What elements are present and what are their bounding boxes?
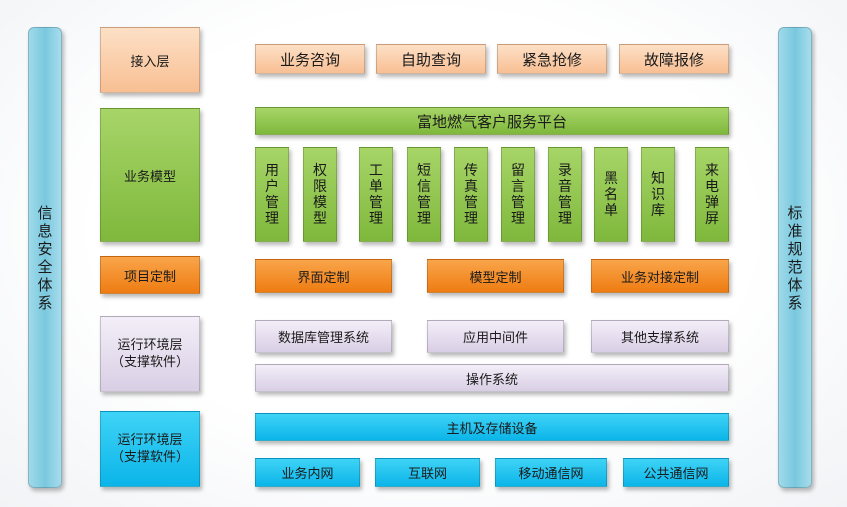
network-internet: 互联网: [375, 458, 480, 487]
network-intranet: 业务内网: [255, 458, 360, 487]
module-fax-management: 传真管理: [454, 147, 488, 242]
security-system-pillar-char: 安: [37, 239, 53, 258]
support-item-database: 数据库管理系统: [255, 320, 392, 353]
access-item-self-query: 自助查询: [376, 44, 486, 74]
runtime-layer-label-1-line2: （支撑软件）: [110, 355, 189, 370]
support-item-middleware: 应用中间件: [427, 320, 564, 353]
hardware-storage-bar: 主机及存储设备: [255, 413, 729, 441]
custom-item-interface: 界面定制: [255, 259, 392, 293]
module-message-management-char: 言: [511, 178, 525, 195]
module-message-management-char: 留: [511, 162, 525, 179]
runtime-layer-label-2: 运行环境层 （支撑软件）: [100, 411, 200, 487]
module-fax-management-char: 真: [464, 178, 478, 195]
module-blacklist-char: 单: [604, 202, 618, 219]
module-permission-model-char: 型: [313, 210, 327, 227]
standards-system-pillar-char: 规: [787, 239, 803, 258]
module-recording-management-char: 管: [558, 194, 572, 211]
module-work-order-management-char: 单: [369, 178, 383, 195]
module-message-management-char: 理: [511, 210, 525, 227]
module-incoming-call-popup-char: 电: [705, 178, 719, 195]
customization-layer-label: 项目定制: [100, 256, 200, 294]
module-knowledge-base-char: 库: [651, 202, 665, 219]
module-permission-model-char: 模: [313, 194, 327, 211]
access-item-consulting: 业务咨询: [255, 44, 365, 74]
standards-system-pillar-char: 范: [787, 257, 803, 276]
module-recording-management-char: 录: [558, 162, 572, 179]
module-fax-management-char: 理: [464, 210, 478, 227]
module-sms-management-char: 管: [417, 194, 431, 211]
standards-system-pillar-char: 准: [787, 221, 803, 240]
module-incoming-call-popup-char: 来: [705, 162, 719, 179]
module-work-order-management: 工单管理: [359, 147, 393, 242]
platform-bar: 富地燃气客户服务平台: [255, 107, 729, 135]
support-item-other: 其他支撑系统: [591, 320, 729, 353]
security-system-pillar-char: 体: [37, 275, 53, 294]
business-model-layer-label: 业务模型: [100, 108, 200, 242]
module-knowledge-base: 知识库: [641, 147, 675, 242]
operating-system-bar: 操作系统: [255, 364, 729, 392]
runtime-layer-label-1-line1: 运行环境层: [117, 338, 183, 353]
module-message-management-char: 管: [511, 194, 525, 211]
module-work-order-management-char: 工: [369, 162, 383, 179]
standards-system-pillar-char: 体: [787, 275, 803, 294]
module-message-management: 留言管理: [501, 147, 535, 242]
security-system-pillar-char: 息: [37, 221, 53, 240]
module-sms-management-char: 信: [417, 178, 431, 195]
module-knowledge-base-char: 知: [651, 170, 665, 187]
module-knowledge-base-char: 识: [651, 186, 665, 203]
custom-item-model: 模型定制: [427, 259, 564, 293]
runtime-layer-label-2-line2: （支撑软件）: [110, 450, 189, 465]
module-user-management: 用户管理: [255, 147, 289, 242]
module-permission-model: 权限模型: [303, 147, 337, 242]
module-permission-model-char: 限: [313, 178, 327, 195]
module-blacklist: 黑名单: [594, 147, 628, 242]
module-sms-management: 短信管理: [407, 147, 441, 242]
module-blacklist-char: 黑: [604, 170, 618, 187]
access-item-fault-report: 故障报修: [619, 44, 729, 74]
module-sms-management-char: 理: [417, 210, 431, 227]
module-recording-management-char: 理: [558, 210, 572, 227]
module-user-management-char: 管: [265, 194, 279, 211]
module-user-management-char: 用: [265, 162, 279, 179]
module-fax-management-char: 管: [464, 194, 478, 211]
module-blacklist-char: 名: [604, 186, 618, 203]
module-user-management-char: 理: [265, 210, 279, 227]
standards-system-pillar: 标准规范体系: [778, 27, 812, 488]
module-recording-management: 录音管理: [548, 147, 582, 242]
standards-system-pillar-char: 系: [787, 293, 803, 312]
module-work-order-management-char: 管: [369, 194, 383, 211]
module-fax-management-char: 传: [464, 162, 478, 179]
access-item-emergency-repair: 紧急抢修: [497, 44, 607, 74]
network-public: 公共通信网: [623, 458, 729, 487]
runtime-layer-label-1: 运行环境层 （支撑软件）: [100, 316, 200, 392]
module-recording-management-char: 音: [558, 178, 572, 195]
module-user-management-char: 户: [265, 178, 279, 195]
module-work-order-management-char: 理: [369, 210, 383, 227]
module-incoming-call-popup: 来电弹屏: [695, 147, 729, 242]
security-system-pillar: 信息安全体系: [28, 27, 62, 488]
security-system-pillar-char: 系: [37, 293, 53, 312]
standards-system-pillar-char: 标: [787, 203, 803, 222]
network-mobile: 移动通信网: [495, 458, 607, 487]
security-system-pillar-char: 信: [37, 203, 53, 222]
module-incoming-call-popup-char: 弹: [705, 194, 719, 211]
access-layer-label: 接入层: [100, 27, 200, 93]
runtime-layer-label-2-line1: 运行环境层: [117, 433, 183, 448]
security-system-pillar-char: 全: [37, 257, 53, 276]
custom-item-business-integration: 业务对接定制: [591, 259, 729, 293]
module-permission-model-char: 权: [313, 162, 327, 179]
module-incoming-call-popup-char: 屏: [705, 210, 719, 227]
module-sms-management-char: 短: [417, 162, 431, 179]
